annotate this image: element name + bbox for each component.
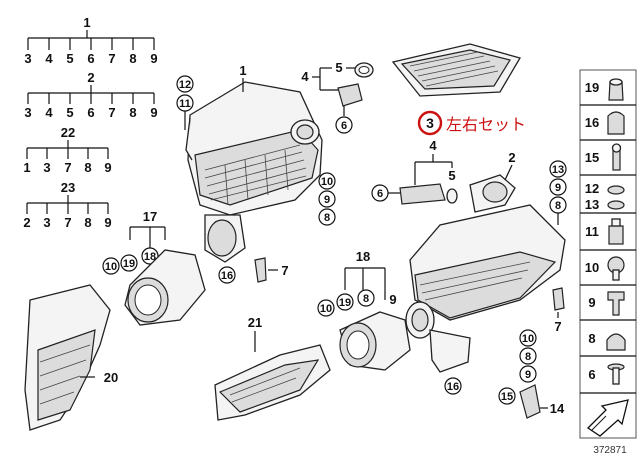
callout-label: 13 [552, 164, 564, 176]
tree-child: 3 [43, 215, 50, 230]
legend-label: 11 [585, 224, 599, 239]
diagram-id: 372871 [593, 445, 627, 456]
callout-label: 14 [550, 401, 565, 416]
legend-label: 8 [588, 331, 595, 346]
mass-air-flow-sensor-top: 4 5 6 [301, 60, 374, 134]
legend-label: 19 [585, 80, 599, 95]
intake-duct-18: 18 10 19 8 9 [317, 249, 411, 371]
callout-label: 1 [239, 63, 246, 78]
intake-duct-17: 17 10 19 18 [102, 209, 206, 326]
tree-child: 6 [87, 105, 94, 120]
tree-child: 4 [45, 105, 53, 120]
tree-child: 9 [150, 105, 157, 120]
clip-left: 16 7 [218, 257, 289, 284]
legend-label: 9 [588, 295, 595, 310]
callout-label: 6 [341, 120, 347, 132]
callout-label: 9 [389, 292, 396, 307]
intake-duct-21: 21 [214, 315, 331, 421]
callout-label: 9 [324, 194, 330, 206]
tree-child: 8 [129, 105, 136, 120]
callout-label: 9 [555, 182, 561, 194]
callout-label: 10 [320, 303, 332, 315]
tree-child: 1 [23, 160, 30, 175]
tree-child: 8 [129, 51, 136, 66]
tree-child: 3 [43, 160, 50, 175]
callout-label: 21 [248, 315, 262, 330]
air-filter-element [391, 43, 521, 97]
callout-label: 8 [525, 351, 531, 363]
tree-1: 1 3 4 5 6 7 8 9 [24, 15, 157, 66]
legend-label: 10 [585, 260, 599, 275]
callout-label: 8 [324, 212, 330, 224]
callout-label: 7 [281, 263, 288, 278]
callout-label: 2 [508, 150, 515, 165]
tree-child: 3 [24, 105, 31, 120]
highlight-ring [417, 110, 443, 136]
callout-label: 4 [301, 69, 309, 84]
callout-label: 17 [143, 209, 157, 224]
callout-label: 5 [448, 168, 455, 183]
callout-label: 20 [104, 370, 118, 385]
callout-label: 16 [447, 381, 459, 393]
tree-child: 3 [24, 51, 31, 66]
tree-23: 23 2 3 7 8 9 [23, 180, 111, 230]
callout-label: 10 [321, 176, 333, 188]
tree-child: 4 [45, 51, 53, 66]
callout-label: 5 [335, 60, 342, 75]
tree-child: 8 [84, 160, 91, 175]
highlight-number: 3 [426, 115, 434, 131]
callout-label: 10 [105, 261, 117, 273]
callout-label: 9 [525, 369, 531, 381]
tree-2: 2 3 4 5 6 7 8 9 [24, 70, 157, 120]
callout-bubbles-left: 12 11 10 9 8 [176, 75, 336, 226]
callout-label: 7 [554, 319, 561, 334]
tree-child: 5 [66, 51, 73, 66]
callout-label: 11 [179, 98, 191, 110]
tree-child: 6 [87, 51, 94, 66]
callout-label: 8 [555, 200, 561, 212]
tree-child: 9 [104, 160, 111, 175]
tree-child: 9 [104, 215, 111, 230]
callout-label: 4 [429, 138, 437, 153]
callout-label: 18 [144, 251, 156, 263]
tree-child: 2 [23, 215, 30, 230]
callout-label: 16 [221, 270, 233, 282]
tree-child: 7 [108, 105, 115, 120]
legend-label: 6 [588, 367, 595, 382]
tree-root: 1 [83, 15, 90, 30]
tree-child: 9 [150, 51, 157, 66]
callout-label: 19 [123, 258, 135, 270]
callout-label: 12 [179, 79, 191, 91]
intake-scoop-20: 20 [24, 284, 118, 431]
tree-child: 7 [108, 51, 115, 66]
clip-right: 16 7 10 8 9 15 14 [444, 287, 565, 419]
air-filter-housing-right [405, 174, 566, 373]
legend-label: 12 [585, 181, 599, 196]
callout-label: 6 [377, 188, 383, 200]
tree-child: 5 [66, 105, 73, 120]
tree-root: 2 [87, 70, 94, 85]
legend-label: 15 [585, 150, 599, 165]
callout-label: 10 [522, 333, 534, 345]
tree-root: 23 [61, 180, 75, 195]
callout-label: 8 [363, 293, 369, 305]
tree-child: 8 [84, 215, 91, 230]
arrow-icon [586, 399, 629, 437]
side-legend: 19 16 15 12 13 11 10 9 8 6 [579, 69, 637, 439]
mass-air-flow-sensor-right: 4 5 6 [371, 138, 458, 205]
tree-child: 7 [64, 215, 71, 230]
legend-label: 13 [585, 197, 599, 212]
callout-label: 18 [356, 249, 370, 264]
tree-22: 22 1 3 7 8 9 [23, 125, 111, 175]
tree-root: 22 [61, 125, 75, 140]
callout-label: 19 [339, 297, 351, 309]
air-filter-housing-left [185, 81, 323, 263]
tree-child: 7 [64, 160, 71, 175]
legend-label: 16 [585, 115, 599, 130]
callout-bubbles-right: 13 9 8 [549, 160, 567, 225]
highlight-text: 左右セット [446, 115, 526, 134]
callout-label: 15 [501, 391, 513, 403]
highlight-set-label: 3 左右セット [417, 110, 526, 136]
